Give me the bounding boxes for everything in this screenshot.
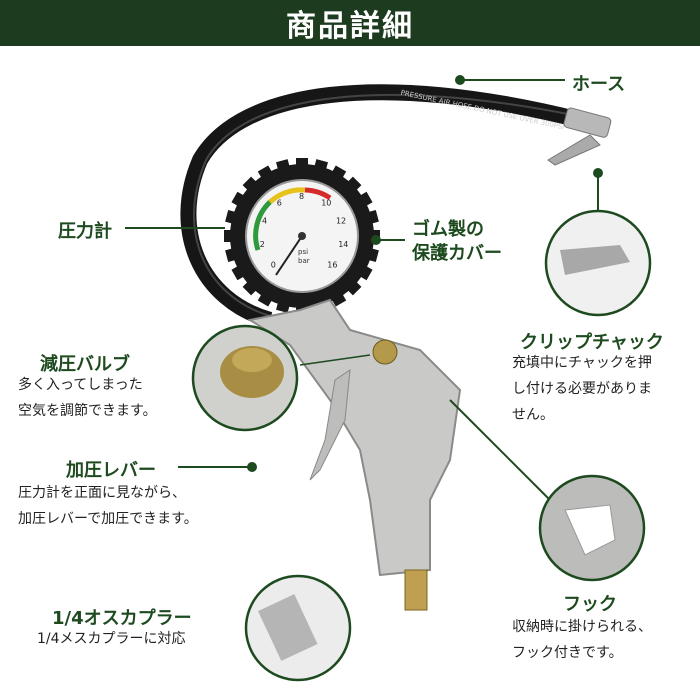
svg-text:psi: psi: [298, 248, 308, 256]
gauge-teeth: [224, 158, 380, 314]
clip-chuck-desc-line2: し付ける必要がありま: [512, 381, 652, 397]
gauge-tick-label: 0: [271, 260, 276, 269]
gauge-tooth: [364, 247, 379, 262]
gauge-tooth: [329, 290, 347, 307]
hose: [180, 84, 582, 328]
gauge-red-arc: [304, 187, 332, 201]
gauge-tooth: [231, 191, 248, 209]
gauge-tick-label: 6: [277, 199, 282, 208]
gauge-green-arc: [253, 200, 272, 251]
gauge-tooth: [356, 191, 373, 209]
lever-desc: 圧力計を正面に見ながら、 加圧レバーで加圧できます。: [18, 480, 198, 532]
gauge-tooth: [329, 165, 347, 182]
lever-desc-line2: 加圧レバーで加圧できます。: [18, 511, 198, 527]
gauge-tooth: [224, 230, 236, 242]
gauge-tooth: [276, 159, 291, 174]
hook-desc-line1: 収納時に掛けられる、: [512, 619, 652, 635]
relief-valve-desc-line2: 空気を調節できます。: [18, 403, 157, 419]
rubber-cover-label-line2: 保護カバー: [412, 243, 502, 264]
gauge-tooth: [276, 298, 291, 313]
chuck-fitting: [563, 107, 612, 138]
gauge-tick-label: 2: [260, 240, 265, 249]
hook-desc-line2: フック付きです。: [512, 645, 623, 661]
gauge-tooth: [257, 165, 275, 182]
gauge-yellow-arc: [268, 187, 306, 204]
lever-label: 加圧レバー: [66, 460, 156, 481]
gauge-tooth: [296, 158, 308, 170]
clip-chuck-desc-line1: 充填中にチャックを押: [512, 355, 652, 371]
relief-valve-label: 減圧バルブ: [40, 354, 130, 375]
svg-text:bar: bar: [298, 257, 310, 265]
rubber-cover-label-line1: ゴム製の: [412, 219, 484, 240]
gauge-tooth: [242, 278, 260, 296]
gauge-tooth: [225, 247, 240, 262]
hook-label: フック: [563, 594, 617, 615]
coupler-label: 1/4オスカプラー: [52, 608, 192, 629]
gauge-tick-label: 4: [262, 217, 267, 226]
coupler-desc: 1/4メスカプラーに対応: [37, 631, 186, 647]
male-coupler: [404, 569, 428, 611]
gauge-needle: [275, 235, 303, 276]
clip-chuck-desc-line3: せん。: [512, 407, 554, 423]
gun-lever: [309, 368, 351, 481]
clip-chuck-desc: 充填中にチャックを押 し付ける必要がありま せん。: [512, 350, 652, 428]
gauge-tooth: [242, 176, 260, 194]
rubber-cover-label: ゴム製の 保護カバー: [412, 218, 502, 266]
page-title: 商品詳細: [286, 9, 414, 44]
gauge-tooth: [257, 290, 275, 307]
relief-valve-desc-line1: 多く入ってしまった: [18, 377, 143, 393]
gauge-tooth: [344, 176, 362, 194]
gauge-tooth: [225, 210, 240, 225]
gauge-label: 圧力計: [58, 221, 112, 242]
gauge-tooth: [364, 210, 379, 225]
gauge-tick-label: 8: [299, 192, 304, 201]
gauge-tooth: [313, 159, 328, 174]
hook-desc: 収納時に掛けられる、 フック付きです。: [512, 614, 652, 666]
clip-chuck-label: クリップチャック: [520, 332, 664, 353]
hose-highlight: [192, 93, 579, 317]
gauge-tick-label: 12: [336, 217, 346, 226]
header-bar: 商品詳細: [0, 0, 700, 46]
gauge-tooth: [231, 263, 248, 281]
gauge-tick-label: 16: [327, 260, 337, 269]
gauge-tick-label: 10: [321, 199, 331, 208]
relief-valve-desc: 多く入ってしまった 空気を調節できます。: [18, 372, 157, 424]
hose-label: ホース: [572, 74, 626, 95]
lever-desc-line1: 圧力計を正面に見ながら、: [18, 485, 186, 501]
relief-valve-knob: [372, 339, 398, 365]
gauge-tick-label: 14: [338, 240, 348, 249]
gauge-tooth: [356, 263, 373, 281]
